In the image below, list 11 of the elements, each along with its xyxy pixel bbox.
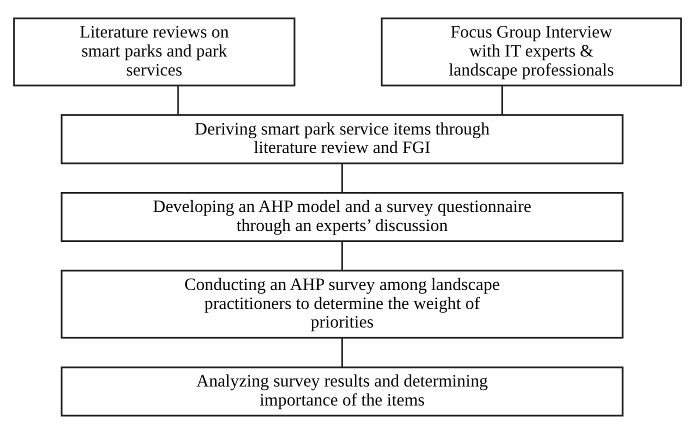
node-box: Focus Group Interview with IT experts & landscape professionals — [380, 17, 682, 86]
node-box: Analyzing survey results and determining importance of the items — [60, 366, 624, 416]
connector — [341, 162, 343, 192]
connector — [501, 85, 503, 114]
node-box: Conducting an AHP survey among landscape practitioners to determine the weight of priorities — [60, 269, 624, 338]
node-box: Literature reviews on smart parks and park services — [13, 17, 296, 86]
connector — [341, 240, 343, 270]
node-box: Deriving smart park service items through literature review and FGI — [60, 114, 624, 164]
connector — [341, 338, 343, 366]
connector — [177, 85, 179, 114]
node-box: Developing an AHP model and a survey questionnaire through an experts’ discussion — [60, 191, 624, 242]
